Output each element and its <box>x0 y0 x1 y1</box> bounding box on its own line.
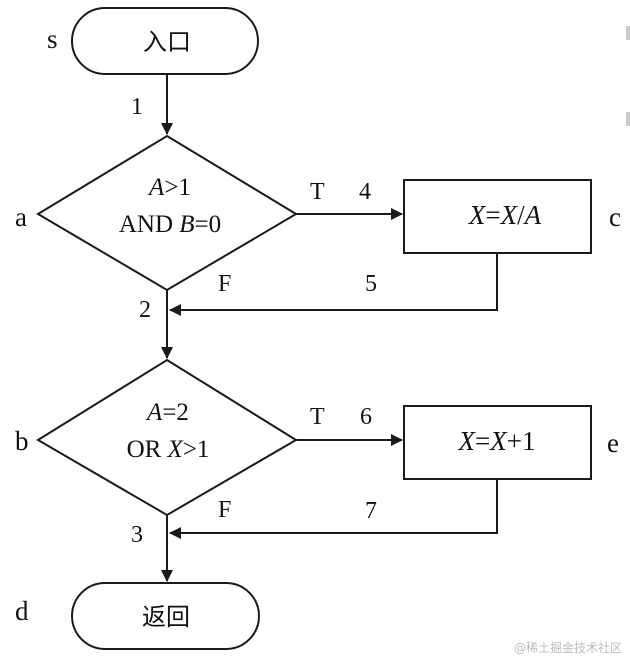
variable-token: X <box>167 436 185 463</box>
branch-a-false-label: F <box>218 271 231 297</box>
decision-a-line1: A>1 <box>147 174 191 201</box>
variable-token: X <box>458 426 477 456</box>
branch-a-true-label: T <box>310 179 325 205</box>
variable-token: B <box>179 211 194 238</box>
edge-3-label: 3 <box>131 522 143 548</box>
branch-b-false-label: F <box>218 497 231 523</box>
operator-token: = <box>475 426 490 456</box>
exit-terminal-label: 返回 <box>142 603 190 631</box>
decision-b-line1: A=2 <box>145 399 189 426</box>
operator-token: >1 <box>164 174 191 201</box>
variable-token: X <box>468 200 487 230</box>
variable-token: X <box>500 200 519 230</box>
process-c-node-id: c <box>609 202 621 232</box>
edge-1-label: 1 <box>131 94 143 120</box>
decision-b-node-id: b <box>15 426 29 456</box>
variable-token: A <box>145 399 163 426</box>
watermark-text: @稀土掘金技术社区 <box>514 640 622 655</box>
operator-token: = <box>485 200 500 230</box>
page-edge-mark-top <box>626 26 630 40</box>
variable-token: A <box>523 200 542 230</box>
exit-node-id: d <box>15 596 29 626</box>
entry-terminal <box>71 7 259 75</box>
process-c-text: X=X/A <box>468 200 542 230</box>
exit-terminal <box>71 582 260 650</box>
entry-terminal-label: 入口 <box>143 28 191 56</box>
edge-4-label: 4 <box>359 179 371 205</box>
decision-a-line2: AND B=0 <box>119 211 221 238</box>
process-c <box>403 179 592 254</box>
edge-5-label: 5 <box>365 271 377 297</box>
process-e-text: X=X+1 <box>458 426 536 456</box>
operator-token: OR <box>127 436 168 463</box>
variable-token: X <box>489 426 508 456</box>
edge-5 <box>169 253 498 316</box>
edge-7 <box>169 479 498 539</box>
decision-a-node-id: a <box>15 202 27 232</box>
edge-2-label: 2 <box>139 297 151 323</box>
entry-node-id: s <box>47 24 58 54</box>
branch-b-true-label: T <box>310 404 325 430</box>
page-edge-mark-mid <box>626 112 630 126</box>
edge-7-label: 7 <box>365 498 377 524</box>
decision-b-line2: OR X>1 <box>127 436 210 463</box>
operator-token: =2 <box>162 399 189 426</box>
operator-token: =0 <box>195 211 222 238</box>
variable-token: A <box>147 174 165 201</box>
operator-token: / <box>517 200 525 230</box>
edge-6-label: 6 <box>360 404 372 430</box>
process-e-node-id: e <box>607 428 619 458</box>
operator-token: AND <box>119 211 179 238</box>
operator-token: >1 <box>183 436 210 463</box>
operator-token: +1 <box>507 426 536 456</box>
